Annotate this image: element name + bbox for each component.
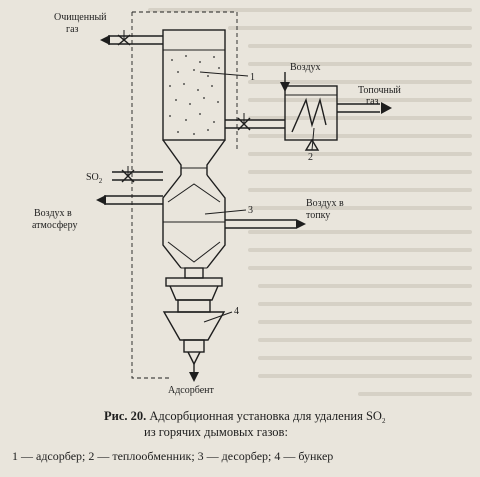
label-clean-gas-2: газ — [66, 24, 79, 35]
adsorbent-packing — [169, 55, 220, 135]
number-4: 4 — [234, 306, 239, 317]
label-so2: SO2 — [86, 172, 103, 185]
adsorber-vessel — [131, 11, 238, 379]
label-clean-gas-1: Очищенный — [54, 12, 107, 23]
figure-legend: 1 — адсорбер; 2 — теплообменник; 3 — дес… — [12, 449, 333, 463]
label-flue-gas-1: Топочный — [358, 85, 402, 96]
air-to-atmosphere-outlet — [96, 195, 163, 205]
label-air-in: Воздух — [290, 62, 321, 73]
label-air-furnace-2: топку — [306, 210, 330, 221]
label-air-out-1: Воздух в — [34, 208, 72, 219]
clean-gas-outlet — [100, 30, 163, 46]
figure-caption-line2: из горячих дымовых газов: — [144, 425, 288, 439]
number-1: 1 — [250, 72, 255, 83]
bunker-vessel — [162, 267, 226, 382]
label-adsorbent: Адсорбент — [168, 385, 214, 396]
figure-caption-title: Рис. 20. Адсорбционная установка для уда… — [104, 409, 386, 425]
desorber-vessel — [162, 174, 226, 269]
air-to-furnace-outlet — [225, 219, 306, 229]
label-air-furnace-1: Воздух в — [306, 198, 344, 209]
number-3: 3 — [248, 205, 253, 216]
gas-line-to-exchanger — [225, 113, 285, 131]
label-flue-gas-2: газ — [366, 96, 379, 107]
so2-inlet — [112, 166, 163, 183]
label-air-out-2: атмосферу — [32, 220, 77, 231]
number-2: 2 — [308, 152, 313, 163]
background-text-lines — [148, 8, 472, 396]
